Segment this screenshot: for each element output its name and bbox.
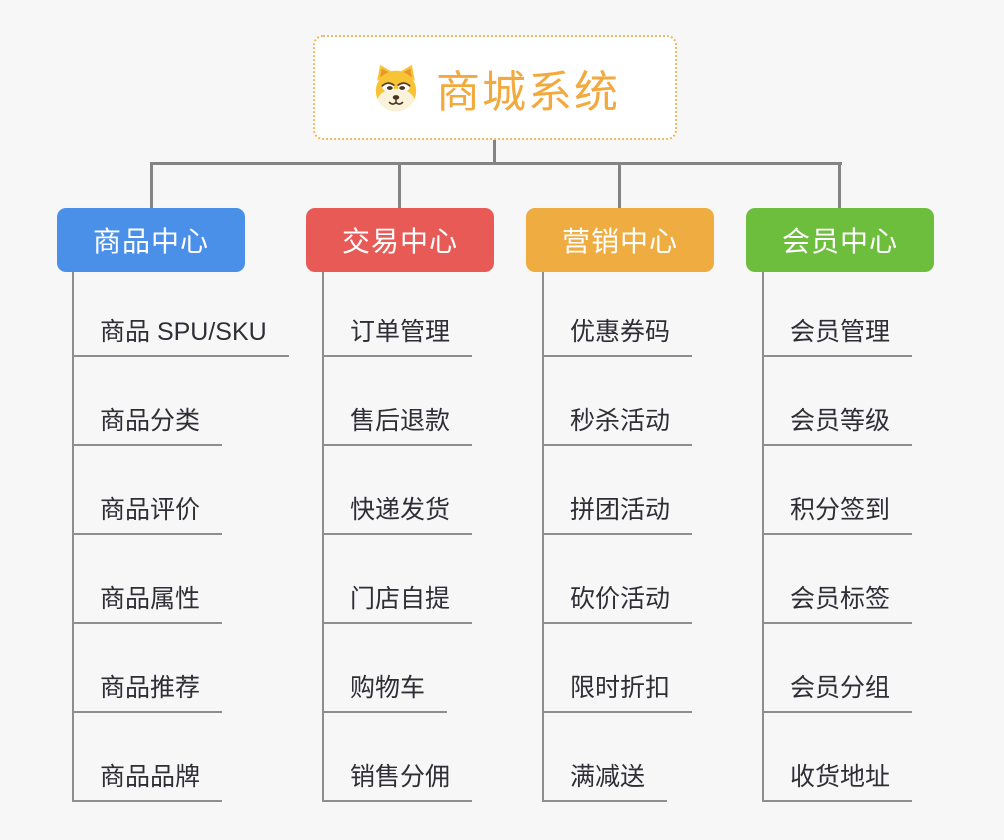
tree-item[interactable]: 会员标签 <box>762 584 913 624</box>
tree-item[interactable]: 收货地址 <box>762 762 913 802</box>
tree-item[interactable]: 商品品牌 <box>72 762 223 802</box>
tree-item[interactable]: 购物车 <box>322 673 448 713</box>
root-title: 商城系统 <box>436 67 620 117</box>
branch-trunk <box>542 272 544 802</box>
branch-node-product[interactable]: 商品中心 <box>57 208 245 272</box>
tree-item[interactable]: 砍价活动 <box>542 584 693 624</box>
tree-item[interactable]: 积分签到 <box>762 495 913 535</box>
tree-item[interactable]: 优惠券码 <box>542 317 693 357</box>
tree-item[interactable]: 门店自提 <box>322 584 473 624</box>
tree-item[interactable]: 商品分类 <box>72 406 223 446</box>
tree-item[interactable]: 销售分佣 <box>322 762 473 802</box>
tree-item[interactable]: 商品推荐 <box>72 673 223 713</box>
connector-bus <box>150 162 842 165</box>
tree-item[interactable]: 商品评价 <box>72 495 223 535</box>
connector-root-stem <box>493 139 496 165</box>
branch-node-member[interactable]: 会员中心 <box>746 208 934 272</box>
branch-node-trade[interactable]: 交易中心 <box>306 208 494 272</box>
tree-item[interactable]: 售后退款 <box>322 406 473 446</box>
tree-item[interactable]: 快递发货 <box>322 495 473 535</box>
tree-item[interactable]: 会员管理 <box>762 317 913 357</box>
tree-item[interactable]: 限时折扣 <box>542 673 693 713</box>
tree-item[interactable]: 会员等级 <box>762 406 913 446</box>
connector-drop <box>838 162 841 208</box>
dog-face-icon <box>375 64 417 111</box>
connector-drop <box>398 162 401 208</box>
tree-item[interactable]: 商品 SPU/SKU <box>72 317 289 357</box>
branch-trunk <box>72 272 74 802</box>
connector-drop <box>618 162 621 208</box>
connector-drop <box>150 162 153 208</box>
tree-item[interactable]: 拼团活动 <box>542 495 693 535</box>
root-node[interactable]: 商城系统 <box>313 35 677 140</box>
tree-item[interactable]: 秒杀活动 <box>542 406 693 446</box>
tree-item[interactable]: 会员分组 <box>762 673 913 713</box>
branch-node-marketing[interactable]: 营销中心 <box>526 208 714 272</box>
tree-item[interactable]: 商品属性 <box>72 584 223 624</box>
branch-trunk <box>322 272 324 802</box>
tree-item[interactable]: 满减送 <box>542 762 668 802</box>
branch-trunk <box>762 272 764 802</box>
tree-item[interactable]: 订单管理 <box>322 317 473 357</box>
